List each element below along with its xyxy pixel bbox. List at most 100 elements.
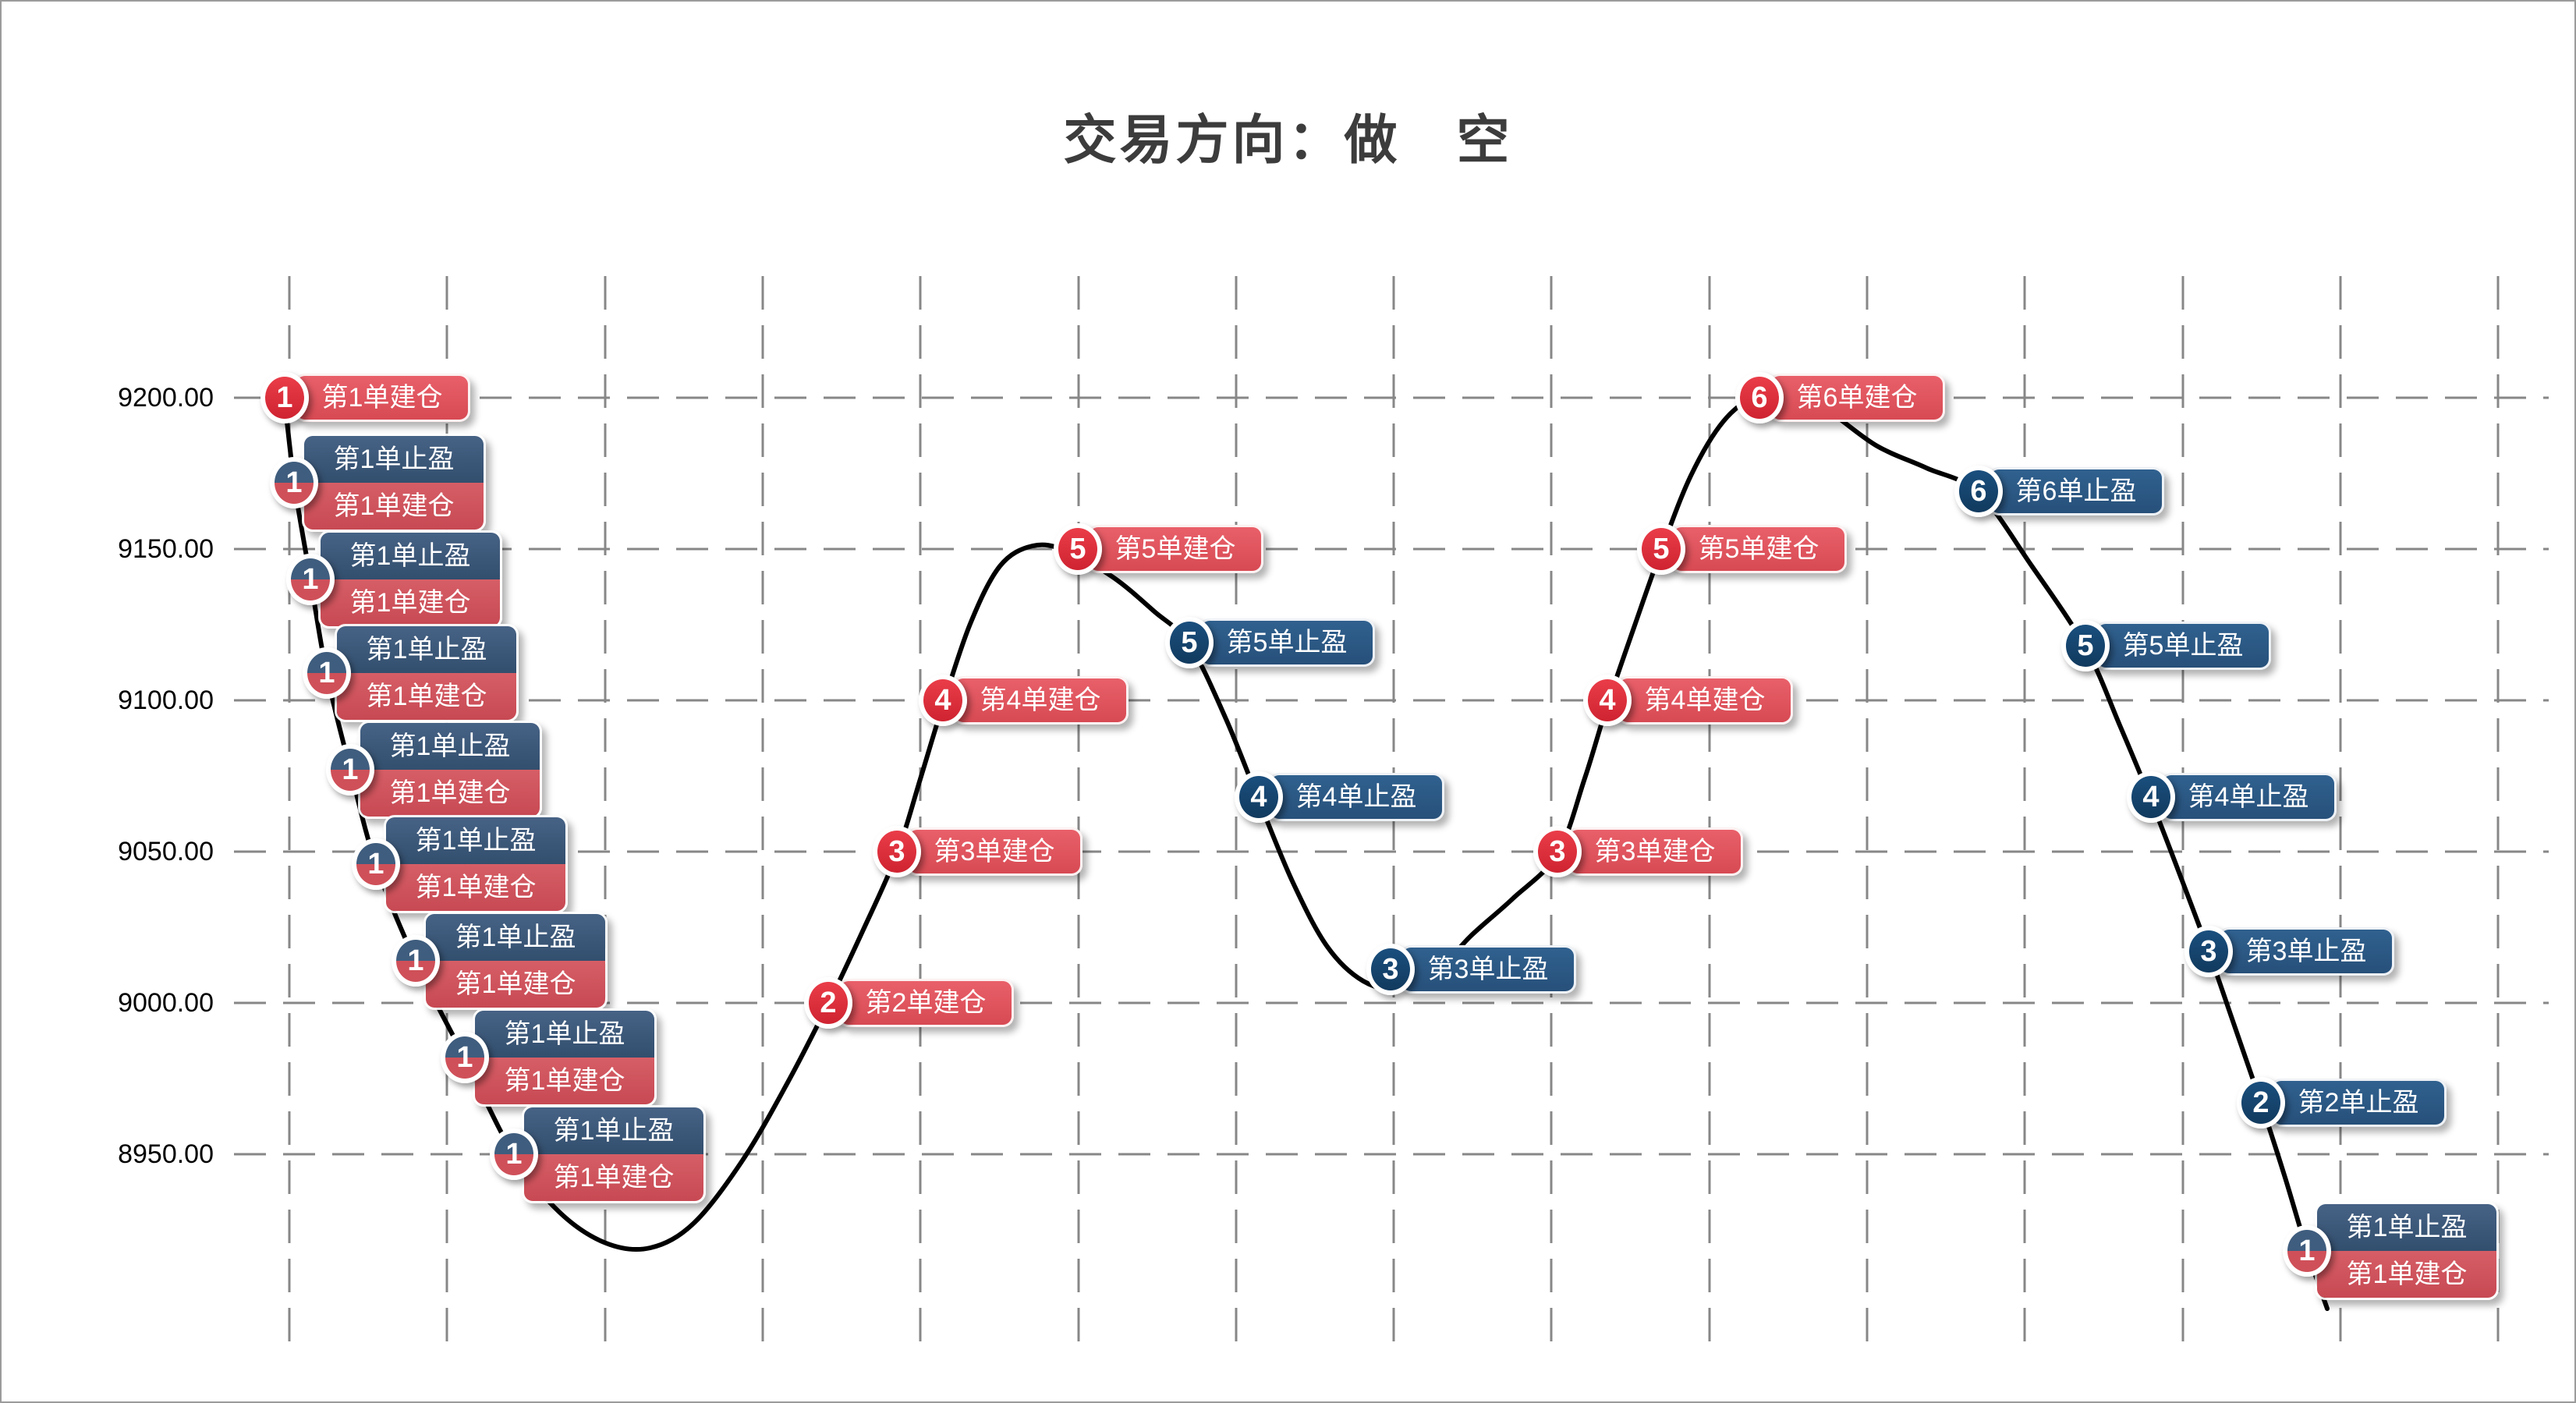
marker-number: 3 <box>1382 952 1399 986</box>
marker-label: 第1单建仓 <box>349 588 471 618</box>
marker-entry-badge-2: 第2单建仓 <box>838 979 1014 1027</box>
marker-number: 3 <box>2200 934 2217 968</box>
entry-row: 第1单建仓 <box>304 483 484 530</box>
entry-row: 第1单建仓 <box>524 1154 703 1201</box>
marker-number-circle-1: 1 <box>2283 1225 2331 1277</box>
marker-number-circle-3: 3 <box>2184 926 2233 977</box>
marker-number: 4 <box>1250 780 1267 813</box>
marker-label: 第1单止盈 <box>366 635 487 664</box>
marker-number: 1 <box>505 1137 523 1171</box>
marker-label: 第3单止盈 <box>2245 937 2367 966</box>
marker-number: 6 <box>1970 474 1987 508</box>
marker-profit-badge-6: 第6单止盈 <box>1988 467 2164 515</box>
marker-number: 3 <box>888 834 905 868</box>
marker-pair-badge-1: 第1单止盈第1单建仓 <box>2315 1202 2499 1300</box>
marker-number-circle-4: 4 <box>1583 675 1632 726</box>
marker-number: 4 <box>934 683 951 717</box>
entry-row: 第1单建仓 <box>321 579 500 626</box>
take-profit-row: 第1单止盈 <box>386 817 565 864</box>
marker-label: 第4单建仓 <box>980 686 1101 715</box>
marker-number: 2 <box>2252 1086 2270 1119</box>
marker-label: 第6单建仓 <box>1796 383 1918 413</box>
marker-number-circle-1: 1 <box>490 1128 538 1180</box>
marker-number: 1 <box>2298 1234 2316 1267</box>
take-profit-row: 第1单止盈 <box>360 723 540 770</box>
chart-title: 交易方向：做 空 <box>1063 111 1513 170</box>
marker-number: 5 <box>1653 532 1670 565</box>
marker-number-circle-5: 5 <box>1637 523 1685 575</box>
marker-number: 5 <box>1069 532 1086 565</box>
marker-label: 第1单止盈 <box>333 445 455 474</box>
marker-number: 1 <box>302 562 319 596</box>
marker-number: 5 <box>1181 625 1198 659</box>
marker-label: 第1单建仓 <box>2346 1260 2468 1289</box>
take-profit-row: 第1单止盈 <box>475 1011 654 1058</box>
marker-label: 第1单建仓 <box>553 1163 675 1192</box>
marker-number-circle-2: 2 <box>804 977 852 1029</box>
marker-number-circle-1: 1 <box>286 554 335 605</box>
marker-label: 第4单止盈 <box>1295 782 1417 812</box>
marker-number-circle-1: 1 <box>352 838 400 890</box>
y-tick-label: 9200.00 <box>118 383 214 413</box>
marker-number-circle-1: 1 <box>270 457 318 508</box>
take-profit-row: 第1单止盈 <box>524 1107 703 1154</box>
marker-number: 4 <box>1599 683 1616 717</box>
marker-number-circle-1: 1 <box>326 744 374 795</box>
marker-number-circle-4: 4 <box>1235 771 1283 823</box>
marker-number: 1 <box>342 753 359 786</box>
marker-label: 第4单止盈 <box>2188 782 2309 812</box>
entry-row: 第1单建仓 <box>475 1058 654 1104</box>
marker-entry-badge-3: 第3单建仓 <box>906 827 1082 876</box>
take-profit-row: 第1单止盈 <box>321 533 500 579</box>
marker-number: 1 <box>285 466 303 499</box>
marker-number-circle-1: 1 <box>392 935 440 987</box>
marker-entry-badge-3: 第3单建仓 <box>1567 827 1743 876</box>
marker-entry-badge-1: 第1单建仓 <box>294 374 470 422</box>
take-profit-row: 第1单止盈 <box>337 626 516 673</box>
marker-number-circle-3: 3 <box>1533 826 1582 877</box>
marker-number-circle-4: 4 <box>919 675 967 726</box>
entry-row: 第1单建仓 <box>337 673 516 720</box>
marker-number: 1 <box>318 656 335 689</box>
y-tick-label: 8950.00 <box>118 1139 214 1169</box>
marker-entry-badge-4: 第4单建仓 <box>1617 676 1793 725</box>
marker-pair-badge-1: 第1单止盈第1单建仓 <box>318 530 502 629</box>
take-profit-row: 第1单止盈 <box>2317 1204 2496 1251</box>
marker-label: 第1单止盈 <box>504 1019 625 1049</box>
marker-label: 第3单建仓 <box>934 837 1055 866</box>
marker-entry-badge-5: 第5单建仓 <box>1087 525 1263 573</box>
marker-pair-badge-1: 第1单止盈第1单建仓 <box>302 434 486 532</box>
marker-number: 6 <box>1751 381 1768 414</box>
marker-label: 第4单建仓 <box>1644 686 1766 715</box>
marker-label: 第1单止盈 <box>415 826 537 856</box>
y-tick-label: 9050.00 <box>118 837 214 866</box>
y-tick-label: 9000.00 <box>118 988 214 1018</box>
marker-entry-badge-5: 第5单建仓 <box>1671 525 1847 573</box>
entry-row: 第1单建仓 <box>386 864 565 911</box>
marker-profit-badge-5: 第5单止盈 <box>1199 618 1375 667</box>
marker-number-circle-3: 3 <box>1366 944 1415 995</box>
marker-number-circle-1: 1 <box>260 372 309 423</box>
marker-label: 第1单止盈 <box>553 1116 675 1146</box>
marker-profit-badge-4: 第4单止盈 <box>2160 773 2337 821</box>
marker-number: 3 <box>1549 834 1566 868</box>
marker-number-circle-4: 4 <box>2127 771 2175 823</box>
marker-profit-badge-3: 第3单止盈 <box>1400 945 1576 994</box>
marker-label: 第1单建仓 <box>321 383 443 413</box>
marker-label: 第1单止盈 <box>2346 1213 2468 1242</box>
marker-profit-badge-3: 第3单止盈 <box>2218 927 2394 976</box>
marker-pair-badge-1: 第1单止盈第1单建仓 <box>473 1008 657 1107</box>
marker-number: 1 <box>367 847 384 880</box>
marker-number: 5 <box>2077 629 2094 662</box>
marker-label: 第5单建仓 <box>1114 534 1236 564</box>
marker-profit-badge-2: 第2单止盈 <box>2270 1079 2447 1127</box>
marker-number-circle-5: 5 <box>1054 523 1102 575</box>
marker-label: 第1单止盈 <box>349 541 471 571</box>
marker-label: 第2单建仓 <box>865 988 987 1018</box>
marker-number-circle-1: 1 <box>441 1032 489 1083</box>
marker-number-circle-5: 5 <box>2061 620 2110 671</box>
marker-number: 4 <box>2142 780 2160 813</box>
marker-entry-badge-4: 第4单建仓 <box>952 676 1129 725</box>
take-profit-row: 第1单止盈 <box>304 436 484 483</box>
y-tick-label: 9150.00 <box>118 534 214 564</box>
